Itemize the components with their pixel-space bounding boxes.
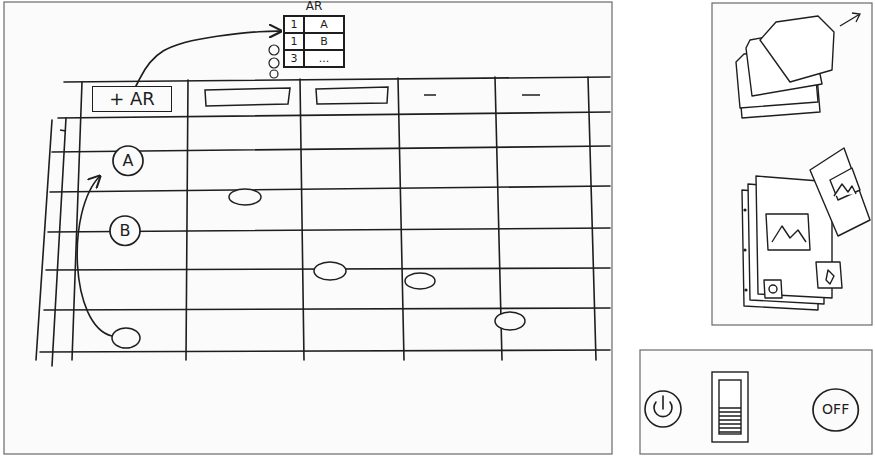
photo-album [772,226,806,242]
header-fields [60,130,66,131]
node-outline [110,216,140,246]
table-grid [36,120,52,360]
toggle-switch [719,380,741,434]
popup-table: AR1A1B3... [281,0,347,74]
folder-icon [760,16,834,82]
panel-border [640,350,872,454]
toggle-switch [712,372,748,442]
photo-album [766,214,810,250]
table-grid [40,350,610,352]
photo-album [764,280,782,298]
empty-ovals [112,328,140,348]
header-fields [316,87,388,104]
empty-ovals [314,262,346,280]
move-arrow [77,176,112,336]
table-cell: 1 [284,16,304,33]
table-grid [588,77,596,360]
table-cell: A [304,16,344,33]
power-icon [645,391,681,427]
photo-album [816,262,842,288]
panel-border [712,3,872,325]
node-label: A [123,152,134,170]
node-label: B [120,222,131,240]
photo-album [810,148,870,236]
table-grid [44,308,610,310]
table-grid [36,77,610,366]
table-heading: AR [306,0,323,13]
folder-icon [736,16,834,118]
circled-letter: B [109,215,141,247]
power-icon [662,396,664,409]
empty-ovals [405,273,435,289]
export-arrow [840,13,860,26]
row-markers [270,70,278,78]
node-label: + AR [109,89,155,109]
node-label: OFF [822,402,849,417]
table-cell: 3 [284,50,304,67]
ring-holes [743,248,746,251]
ring-holes [743,208,746,211]
add-button: + AR [92,86,172,112]
ring-holes [743,208,747,291]
table-cell: 1 [284,33,304,50]
photo-album [742,148,870,310]
photo-album [830,168,860,200]
sheet-border [4,2,612,454]
header-fields [60,87,540,131]
photo-album [826,270,834,284]
row-markers [269,45,279,78]
table-grid [64,77,610,82]
node-outline [113,146,143,176]
row-markers [269,45,279,55]
photo-album [834,184,856,196]
circled-letter: A [112,145,144,177]
header-fields [424,94,436,96]
toggle-switch [719,408,741,432]
row-markers [269,58,279,68]
table-grid [186,80,188,360]
ring-holes [744,288,747,291]
off-button: OFF [812,388,859,432]
toggle-switch [712,372,748,442]
connector-arrow [136,31,281,86]
node-outline [813,389,858,431]
empty-ovals [112,189,525,348]
table-grid [300,79,304,360]
table-cell: B [304,33,344,50]
table-cell: ... [304,50,344,67]
photo-album [769,285,777,293]
empty-ovals [495,312,525,330]
table-body: 1A1B3... [283,15,345,68]
table-grid [52,118,66,366]
table-grid [398,78,404,360]
power-icon [645,391,681,427]
empty-ovals [229,189,261,205]
header-fields [205,88,290,106]
table-grid [58,112,610,118]
table-grid [50,186,610,192]
header-fields [522,94,540,96]
